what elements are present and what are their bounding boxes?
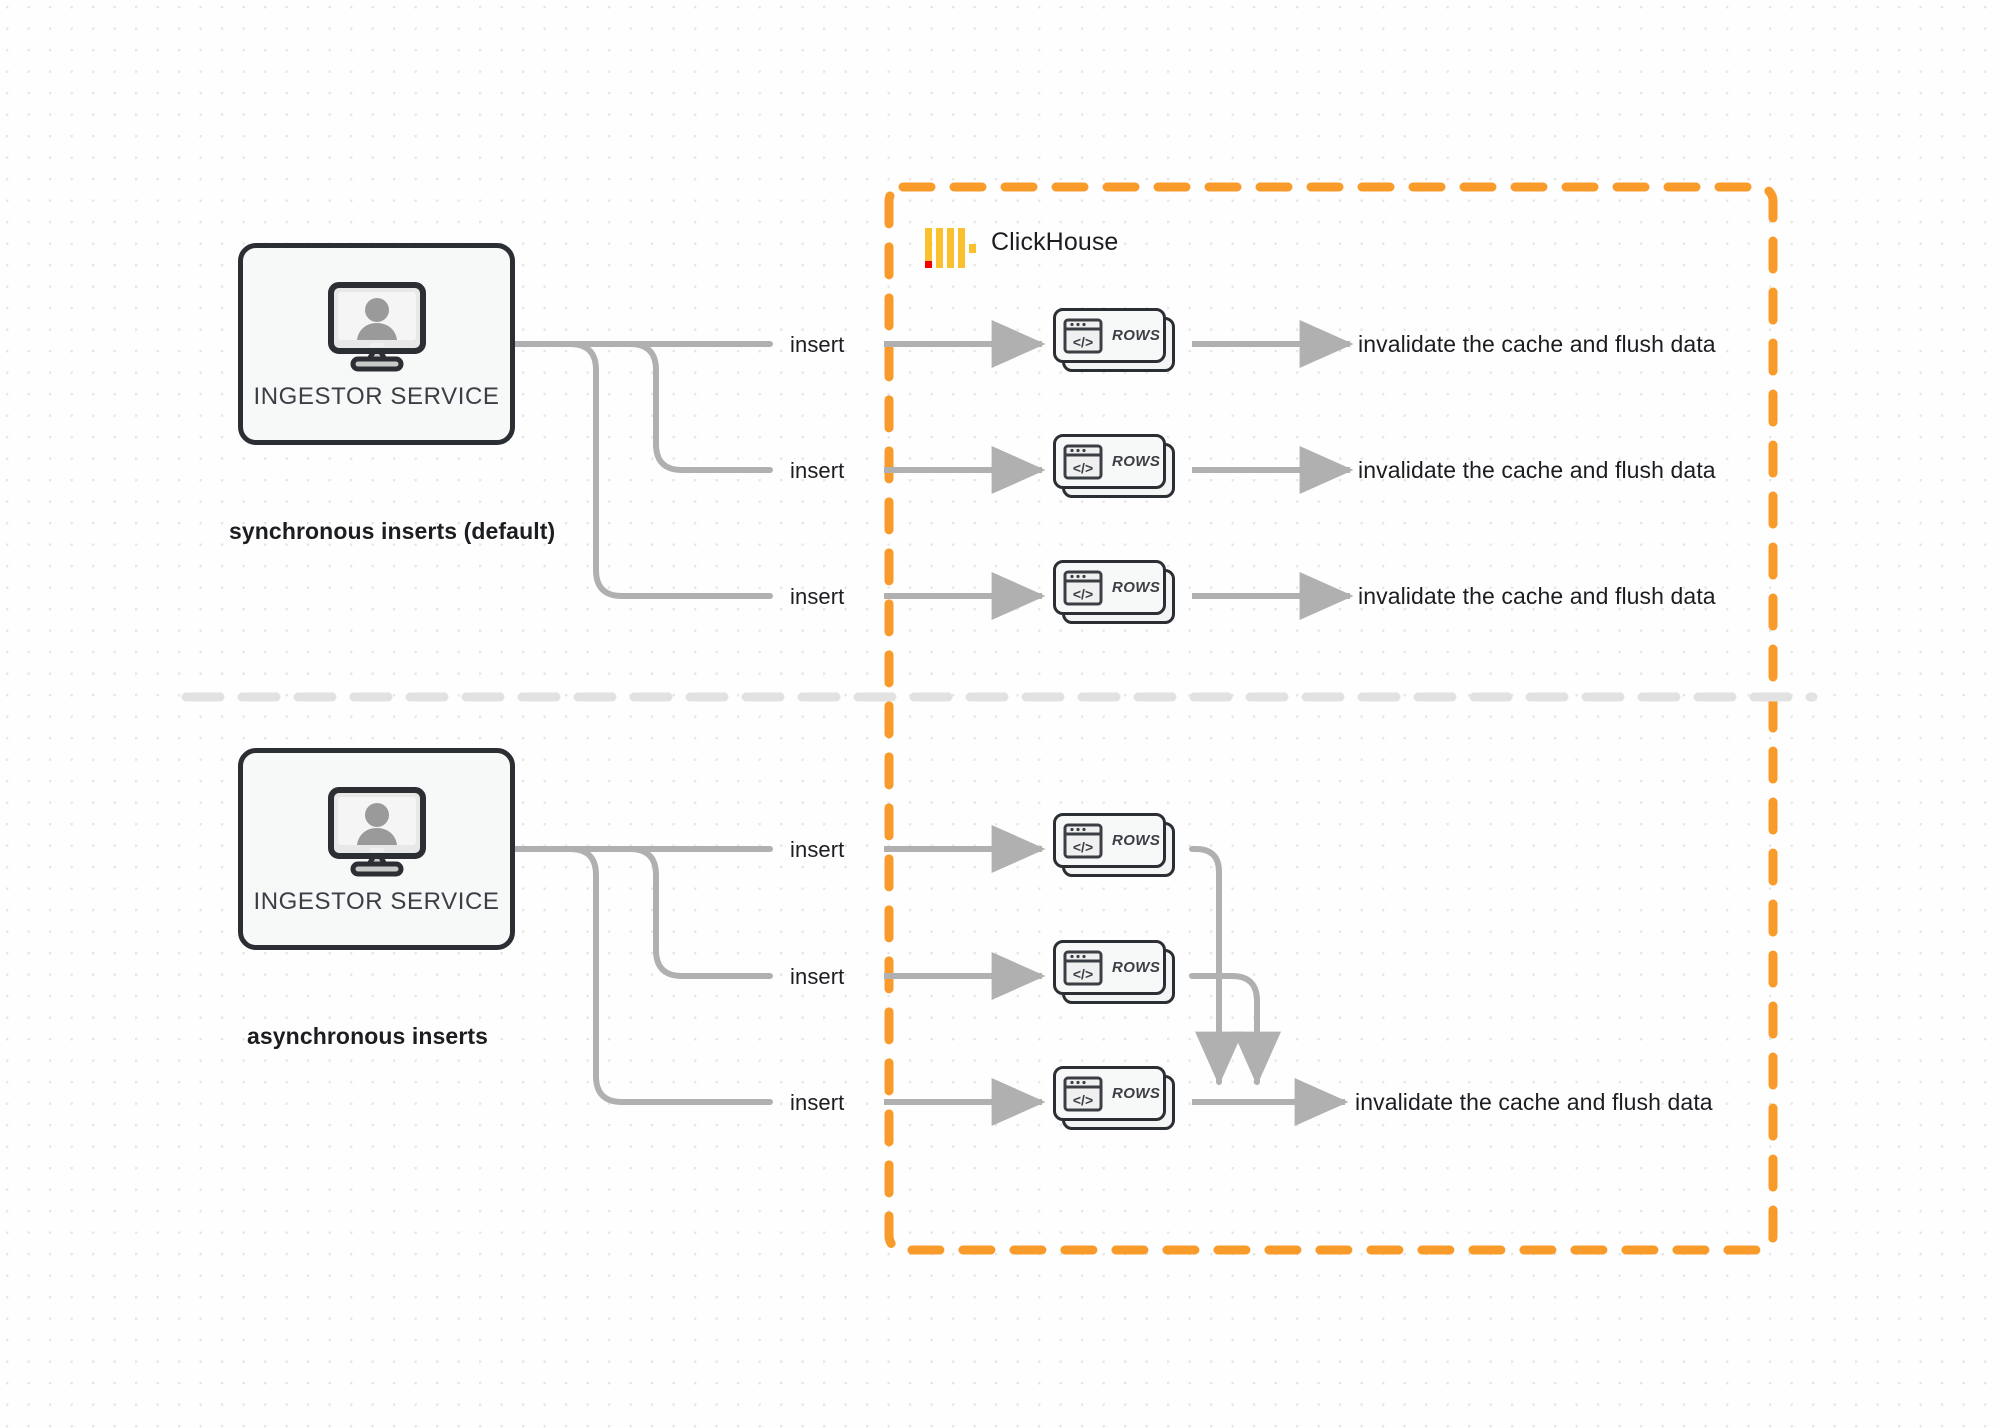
code-window-icon: </> (1063, 570, 1103, 605)
svg-text:</>: </> (1073, 334, 1093, 350)
rows-card-front: </> ROWS (1053, 1066, 1166, 1121)
edge-async-merge-2 (1189, 973, 1281, 1086)
section-caption-synchronous: synchronous inserts (default) (229, 518, 556, 544)
section-caption-asynchronous: asynchronous inserts (247, 1023, 489, 1049)
result-label-sync-3: invalidate the cache and flush data (1358, 583, 1716, 609)
rows-card-front: </> ROWS (1053, 940, 1166, 995)
result-label-sync-1: invalidate the cache and flush data (1358, 331, 1716, 357)
ingestor-service-node-sync[interactable]: INGESTOR SERVICE (238, 243, 515, 445)
edge-async-row2 (509, 846, 773, 979)
svg-text:</>: </> (1073, 966, 1093, 982)
rows-card-front: </> ROWS (1053, 308, 1166, 363)
rows-card-label: ROWS (1112, 1085, 1161, 1102)
ingestor-service-label-sync: INGESTOR SERVICE (253, 383, 500, 410)
rows-card-sync-2[interactable]: </> ROWS (1053, 434, 1175, 498)
edge-label-insert-async-2: insert (790, 964, 845, 989)
edge-async-merge-1 (1189, 846, 1243, 1086)
monitor-user-icon (327, 282, 426, 372)
edge-label-insert-sync-3: insert (790, 584, 845, 609)
rows-card-label: ROWS (1112, 327, 1161, 344)
code-window-icon: </> (1063, 823, 1103, 858)
clickhouse-region-border (884, 182, 1778, 1255)
rows-card-label: ROWS (1112, 453, 1161, 470)
ingestor-service-node-async[interactable]: INGESTOR SERVICE (238, 748, 515, 950)
result-label-sync-2: invalidate the cache and flush data (1358, 457, 1716, 483)
rows-card-sync-3[interactable]: </> ROWS (1053, 560, 1175, 624)
rows-card-front: </> ROWS (1053, 813, 1166, 868)
svg-text:</>: </> (1073, 586, 1093, 602)
rows-card-async-1[interactable]: </> ROWS (1053, 813, 1175, 877)
clickhouse-logo (925, 228, 976, 268)
clickhouse-region-label: ClickHouse (991, 228, 1119, 256)
rows-card-label: ROWS (1112, 832, 1161, 849)
edge-label-insert-sync-2: insert (790, 458, 845, 483)
svg-text:</>: </> (1073, 839, 1093, 855)
rows-card-front: </> ROWS (1053, 434, 1166, 489)
code-window-icon: </> (1063, 950, 1103, 985)
ingestor-service-label-async: INGESTOR SERVICE (253, 888, 500, 915)
edge-label-insert-async-1: insert (790, 837, 845, 862)
edge-async-row3 (509, 846, 773, 1105)
edge-label-insert-sync-1: insert (790, 332, 845, 357)
code-window-icon: </> (1063, 318, 1103, 353)
edge-sync-row3 (509, 341, 773, 599)
rows-card-sync-1[interactable]: </> ROWS (1053, 308, 1175, 372)
rows-card-label: ROWS (1112, 959, 1161, 976)
edge-label-insert-async-3: insert (790, 1090, 845, 1115)
rows-card-async-3[interactable]: </> ROWS (1053, 1066, 1175, 1130)
rows-card-front: </> ROWS (1053, 560, 1166, 615)
code-window-icon: </> (1063, 444, 1103, 479)
result-label-async-merged: invalidate the cache and flush data (1355, 1089, 1713, 1115)
svg-text:</>: </> (1073, 460, 1093, 476)
rows-card-async-2[interactable]: </> ROWS (1053, 940, 1175, 1004)
code-window-icon: </> (1063, 1076, 1103, 1111)
monitor-user-icon (327, 787, 426, 877)
svg-text:</>: </> (1073, 1092, 1093, 1108)
edge-sync-row2 (509, 341, 773, 473)
rows-card-label: ROWS (1112, 579, 1161, 596)
